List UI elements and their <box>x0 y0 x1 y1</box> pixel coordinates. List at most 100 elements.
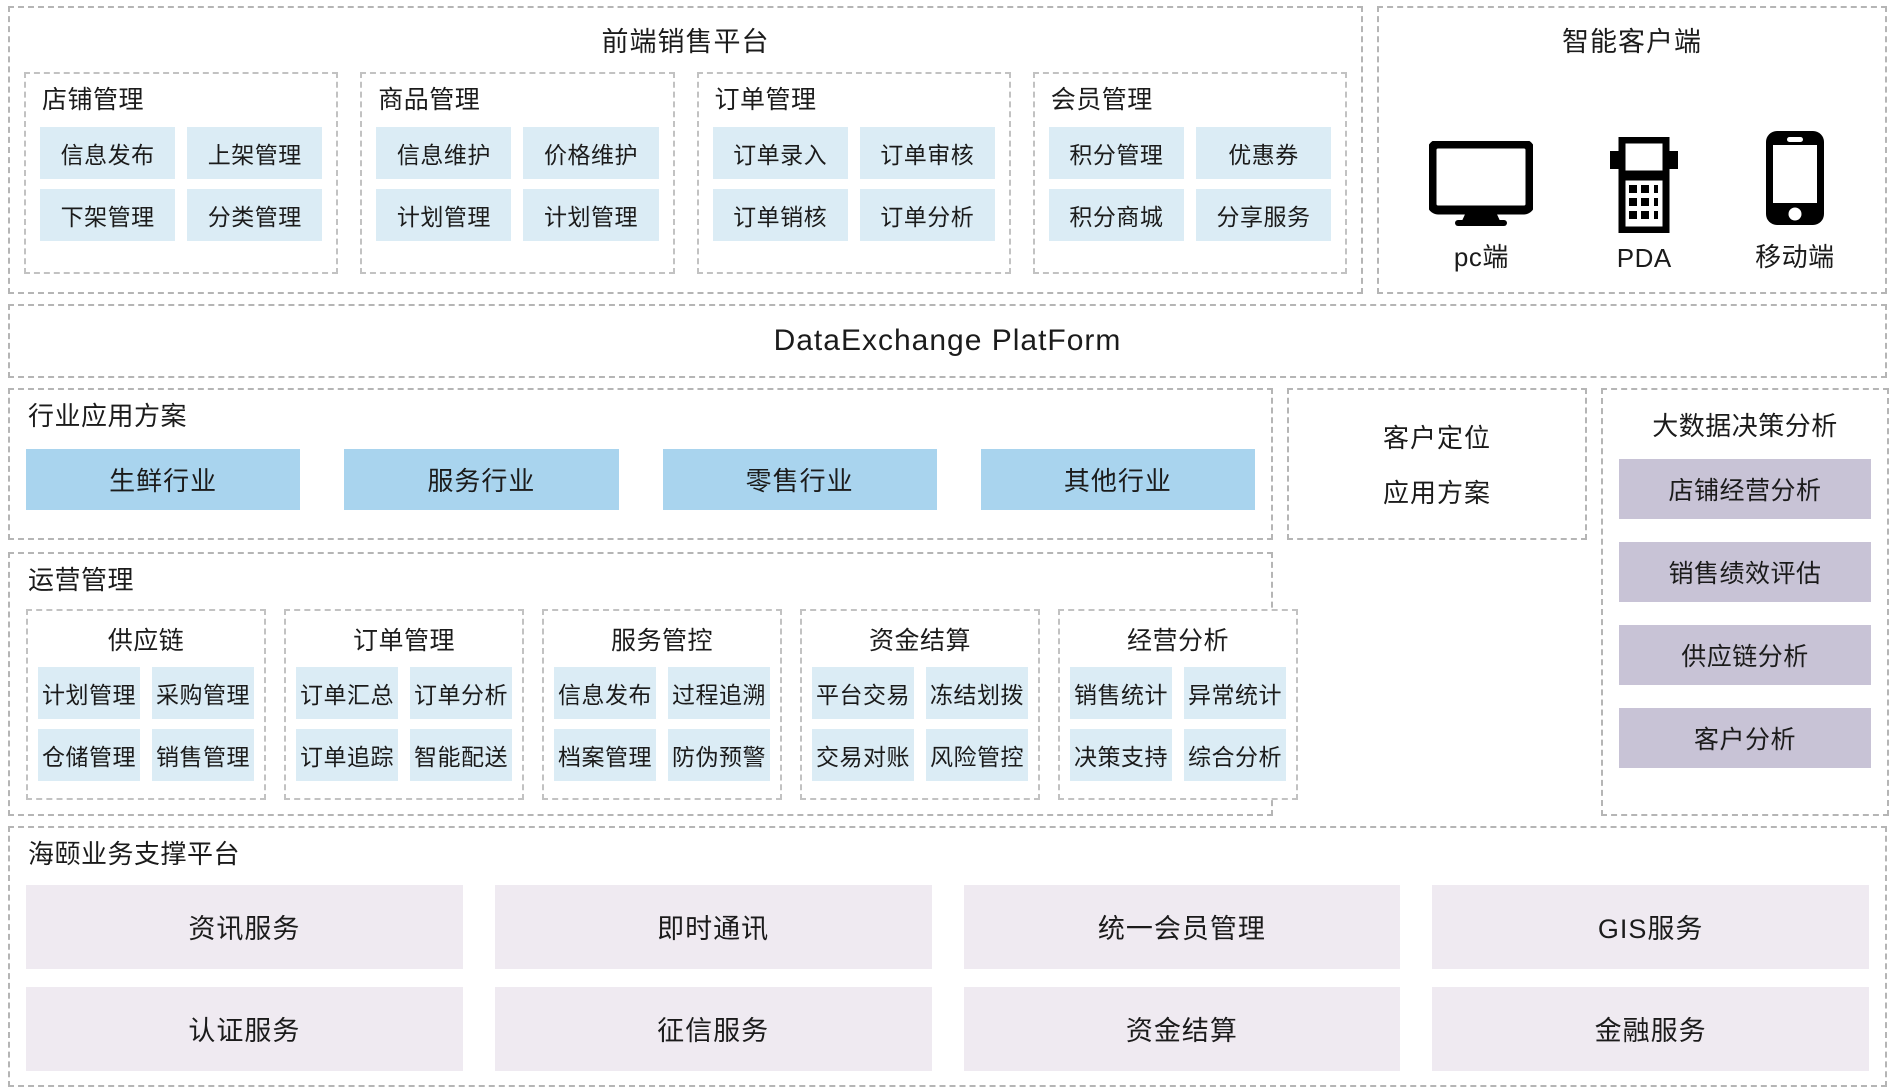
tile[interactable]: 征信服务 <box>494 986 932 1071</box>
ops-group-business-analysis: 经营分析 销售统计 异常统计 决策支持 综合分析 <box>1058 608 1298 800</box>
tile[interactable]: 订单录入 <box>712 126 848 179</box>
tile[interactable]: 信息维护 <box>376 126 512 179</box>
ops-group-tiles: 计划管理 采购管理 仓储管理 销售管理 <box>38 666 254 781</box>
tile[interactable]: 档案管理 <box>554 728 656 781</box>
operations-management-title: 运营管理 <box>28 565 135 595</box>
industry-tiles: 生鲜行业 服务行业 零售行业 其他行业 <box>26 433 1255 510</box>
data-exchange-title: DataExchange PlatForm <box>773 324 1122 357</box>
tile[interactable]: 信息发布 <box>554 666 656 719</box>
device-pda[interactable]: PDA <box>1606 137 1682 274</box>
tile[interactable]: 信息发布 <box>40 126 176 179</box>
customer-positioning-line-2: 应用方案 <box>1382 478 1491 508</box>
tile[interactable]: 下架管理 <box>40 188 176 241</box>
tile[interactable]: 决策支持 <box>1070 728 1172 781</box>
operations-groups: 供应链 计划管理 采购管理 仓储管理 销售管理 订单管理 订单汇总 订单分析 <box>26 597 1298 800</box>
top-row: 前端销售平台 店铺管理 信息发布 上架管理 下架管理 分类管理 商品管理 信息维… <box>8 6 1887 294</box>
ops-group-title: 服务管控 <box>610 626 713 655</box>
group-store-management: 店铺管理 信息发布 上架管理 下架管理 分类管理 <box>24 72 339 274</box>
left-stack: 行业应用方案 生鲜行业 服务行业 零售行业 其他行业 运营管理 供应链 计划管理… <box>8 388 1298 816</box>
tile[interactable]: 采购管理 <box>152 666 254 719</box>
tile[interactable]: 销售管理 <box>152 728 254 781</box>
tile[interactable]: 仓储管理 <box>38 728 140 781</box>
front-sales-platform-panel: 前端销售平台 店铺管理 信息发布 上架管理 下架管理 分类管理 商品管理 信息维… <box>8 6 1363 294</box>
device-list: pc端 <box>1393 72 1871 282</box>
group-tiles: 信息维护 价格维护 计划管理 计划管理 <box>376 126 659 241</box>
group-title: 商品管理 <box>378 86 481 115</box>
tile[interactable]: 即时通讯 <box>494 884 932 969</box>
tile[interactable]: 资金结算 <box>963 986 1401 1071</box>
tile[interactable]: GIS服务 <box>1432 884 1869 969</box>
tile[interactable]: 供应链分析 <box>1619 625 1871 685</box>
device-label: 移动端 <box>1755 242 1835 272</box>
industry-solutions-title: 行业应用方案 <box>28 401 188 431</box>
tile[interactable]: 分享服务 <box>1195 188 1331 241</box>
big-data-tiles: 店铺经营分析 销售绩效评估 供应链分析 客户分析 <box>1619 459 1871 800</box>
front-platform-groups: 店铺管理 信息发布 上架管理 下架管理 分类管理 商品管理 信息维护 价格维护 … <box>24 72 1347 278</box>
tile[interactable]: 计划管理 <box>38 666 140 719</box>
tile[interactable]: 过程追溯 <box>668 666 770 719</box>
ops-group-tiles: 订单汇总 订单分析 订单追踪 智能配送 <box>296 666 512 781</box>
tile[interactable]: 销售绩效评估 <box>1619 542 1871 602</box>
tile[interactable]: 销售统计 <box>1070 666 1172 719</box>
tile[interactable]: 计划管理 <box>523 188 659 241</box>
tile[interactable]: 积分管理 <box>1048 126 1184 179</box>
tile[interactable]: 上架管理 <box>187 126 323 179</box>
customer-positioning-column: 客户定位 应用方案 <box>1287 388 1587 816</box>
tile[interactable]: 积分商城 <box>1048 188 1184 241</box>
big-data-analysis-panel: 大数据决策分析 店铺经营分析 销售绩效评估 供应链分析 客户分析 <box>1601 388 1889 816</box>
tile[interactable]: 订单汇总 <box>296 666 398 719</box>
device-label: PDA <box>1616 243 1672 273</box>
tile[interactable]: 防伪预警 <box>668 728 770 781</box>
tile[interactable]: 优惠券 <box>1195 126 1331 179</box>
ops-group-title: 资金结算 <box>868 626 971 655</box>
group-member-management: 会员管理 积分管理 优惠券 积分商城 分享服务 <box>1032 72 1347 274</box>
data-exchange-platform-panel: DataExchange PlatForm <box>8 304 1887 378</box>
tile[interactable]: 订单销核 <box>712 188 848 241</box>
ops-group-service-control: 服务管控 信息发布 过程追溯 档案管理 防伪预警 <box>542 608 782 800</box>
industry-tile[interactable]: 生鲜行业 <box>26 448 301 510</box>
group-tiles: 信息发布 上架管理 下架管理 分类管理 <box>40 126 323 241</box>
group-tiles: 订单录入 订单审核 订单销核 订单分析 <box>712 126 995 241</box>
group-title: 会员管理 <box>1050 86 1153 115</box>
tile[interactable]: 订单分析 <box>410 666 512 719</box>
ops-group-title: 经营分析 <box>1126 626 1229 655</box>
smart-client-panel: 智能客户端 pc端 <box>1377 6 1887 294</box>
tile[interactable]: 综合分析 <box>1184 728 1286 781</box>
group-tiles: 积分管理 优惠券 积分商城 分享服务 <box>1048 126 1331 241</box>
industry-tile[interactable]: 其他行业 <box>980 448 1255 510</box>
ops-group-order-management: 订单管理 订单汇总 订单分析 订单追踪 智能配送 <box>284 608 524 800</box>
support-platform-tiles: 资讯服务 即时通讯 统一会员管理 GIS服务 认证服务 征信服务 资金结算 金融… <box>26 871 1869 1071</box>
tile[interactable]: 冻结划拨 <box>926 666 1028 719</box>
tile[interactable]: 订单分析 <box>859 188 995 241</box>
tile[interactable]: 计划管理 <box>376 188 512 241</box>
industry-tile[interactable]: 零售行业 <box>662 448 937 510</box>
tile[interactable]: 价格维护 <box>523 126 659 179</box>
tile[interactable]: 统一会员管理 <box>963 884 1401 969</box>
ops-group-fund-settlement: 资金结算 平台交易 冻结划拨 交易对账 风险管控 <box>800 608 1040 800</box>
support-platform-panel: 海颐业务支撑平台 资讯服务 即时通讯 统一会员管理 GIS服务 认证服务 征信服… <box>8 826 1887 1087</box>
tile[interactable]: 资讯服务 <box>26 884 463 969</box>
tile[interactable]: 分类管理 <box>187 188 323 241</box>
tile[interactable]: 智能配送 <box>410 728 512 781</box>
group-order-management: 订单管理 订单录入 订单审核 订单销核 订单分析 <box>696 72 1011 274</box>
industry-solutions-panel: 行业应用方案 生鲜行业 服务行业 零售行业 其他行业 <box>8 388 1273 540</box>
industry-tile[interactable]: 服务行业 <box>344 448 619 510</box>
tile[interactable]: 订单追踪 <box>296 728 398 781</box>
tile[interactable]: 风险管控 <box>926 728 1028 781</box>
customer-positioning-line-1: 客户定位 <box>1382 423 1491 453</box>
device-mobile[interactable]: 移动端 <box>1755 129 1835 274</box>
tile[interactable]: 店铺经营分析 <box>1619 459 1871 519</box>
tile[interactable]: 交易对账 <box>812 728 914 781</box>
tile[interactable]: 客户分析 <box>1619 708 1871 768</box>
support-platform-title: 海颐业务支撑平台 <box>28 839 241 869</box>
tile[interactable]: 订单审核 <box>859 126 995 179</box>
tile[interactable]: 认证服务 <box>26 986 463 1071</box>
group-product-management: 商品管理 信息维护 价格维护 计划管理 计划管理 <box>360 72 675 274</box>
tile[interactable]: 金融服务 <box>1432 986 1869 1071</box>
tile[interactable]: 平台交易 <box>812 666 914 719</box>
device-pc[interactable]: pc端 <box>1429 141 1534 274</box>
ops-group-supply-chain: 供应链 计划管理 采购管理 仓储管理 销售管理 <box>26 608 266 800</box>
ops-group-tiles: 销售统计 异常统计 决策支持 综合分析 <box>1070 666 1286 781</box>
tile[interactable]: 异常统计 <box>1184 666 1286 719</box>
